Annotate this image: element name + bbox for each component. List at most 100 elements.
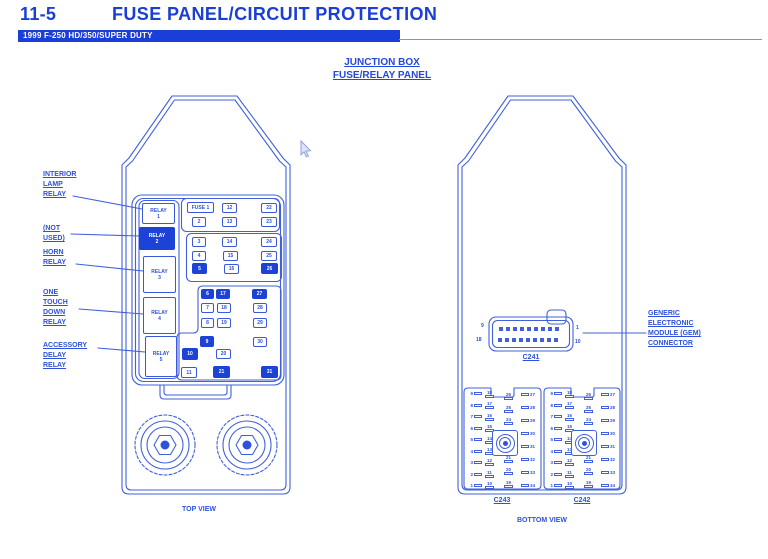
fuse-25: 25 [261,251,277,261]
fuse-27: 27 [252,289,267,299]
c242-stud [571,430,597,456]
terminal: 11 [565,470,574,478]
terminal: 4 [466,449,482,454]
diagram-title-line2: FUSE/RELAY PANEL [332,70,432,81]
fuse-30: 30 [253,337,267,347]
page-title: FUSE PANEL/CIRCUIT PROTECTION [112,4,438,24]
fuse-2: 2 [192,217,206,227]
bottom-view-caption: BOTTOM VIEW [516,517,568,524]
terminal: 30 [521,431,537,436]
terminal: 32 [601,457,617,462]
terminal: 32 [521,457,537,462]
callout-gem-connector: GENERIC ELECTRONIC MODULE (GEM) CONNECTO… [648,310,701,347]
gem-pin-row-bottom [498,338,559,342]
fuse-14: 14 [222,237,237,247]
terminal: 20 [504,467,513,476]
terminal: 16 [565,413,574,421]
fuse-28: 28 [253,303,267,313]
terminal: 7 [546,414,562,419]
callout-horn-relay: HORN RELAY [43,249,67,266]
terminal: 24 [504,417,513,426]
terminal: 17 [485,401,494,410]
diagram-title: JUNCTION BOX FUSE/RELAY PANEL [287,56,477,82]
callout-one-touch-down-relay: ONE TOUCH DOWN RELAY [43,289,68,326]
terminal: 18 [485,390,494,398]
fuse-23: 23 [261,217,277,227]
terminal: 18 [565,390,574,398]
gem-pin-10: 10 [575,339,581,345]
terminal: 21 [504,455,513,463]
terminal: 26 [584,392,593,400]
terminal: 33 [601,470,617,475]
terminal: 21 [584,455,593,463]
gem-pin-18: 18 [476,337,482,343]
terminal: 29 [601,418,617,423]
callout-not-used: (NOT USED) [43,225,65,242]
fastener-right [216,414,278,476]
terminal: 24 [584,417,593,426]
terminal: 30 [601,431,617,436]
terminal: 12 [565,458,574,467]
terminal: 19 [584,480,593,488]
terminal: 28 [521,405,537,410]
terminal: 34 [521,483,537,488]
terminal: 6 [546,426,562,431]
fuse-24: 24 [261,237,277,247]
terminal: 34 [601,483,617,488]
fuse-9: 9 [200,336,214,347]
fuse-10: 10 [182,348,198,360]
c243-stud [492,430,518,456]
callout-accessory-delay-relay: ACCESSORY DELAY RELAY [43,342,88,369]
connector-label-c242: C242 [573,497,591,504]
header-rule [399,39,762,40]
fuse-1: FUSE 1 [187,202,214,213]
fuse-29: 29 [253,318,267,328]
terminal: 9 [546,391,562,396]
terminal: 1 [546,483,562,488]
diagram-title-line1: JUNCTION BOX [344,57,420,68]
gem-pin-9: 9 [481,323,484,329]
terminal: 11 [485,470,494,478]
fuse-16: 16 [224,264,239,274]
terminal: 33 [521,470,537,475]
fuse-7: 7 [201,303,214,313]
terminal: 6 [466,426,482,431]
top-view-caption: TOP VIEW [182,506,216,513]
fuse-6: 6 [201,289,214,299]
terminal: 8 [546,403,562,408]
terminal: 1 [466,483,482,488]
fuse-8: 8 [201,318,214,328]
fuse-3: 3 [192,237,206,247]
fuse-15: 15 [223,251,238,261]
terminal: 12 [485,458,494,467]
fuse-11: 11 [181,367,197,378]
terminal: 25 [584,405,593,413]
gem-pin-1: 1 [576,325,579,331]
terminal: 7 [466,414,482,419]
terminal: 29 [521,418,537,423]
terminal: 16 [485,413,494,421]
fuse-20: 20 [216,349,231,359]
fuse-19: 19 [217,318,231,328]
gem-pin-row-top [499,327,560,331]
section-number: 11-5 [20,4,57,24]
fuse-5: 5 [192,263,207,274]
callout-interior-lamp-relay: INTERIOR LAMP RELAY [43,171,77,198]
terminal: 4 [546,449,562,454]
fuse-26: 26 [261,263,278,274]
terminal: 10 [485,481,494,489]
terminal: 31 [521,444,537,449]
terminal: 31 [601,444,617,449]
terminal: 26 [504,392,513,400]
terminal: 25 [504,405,513,413]
